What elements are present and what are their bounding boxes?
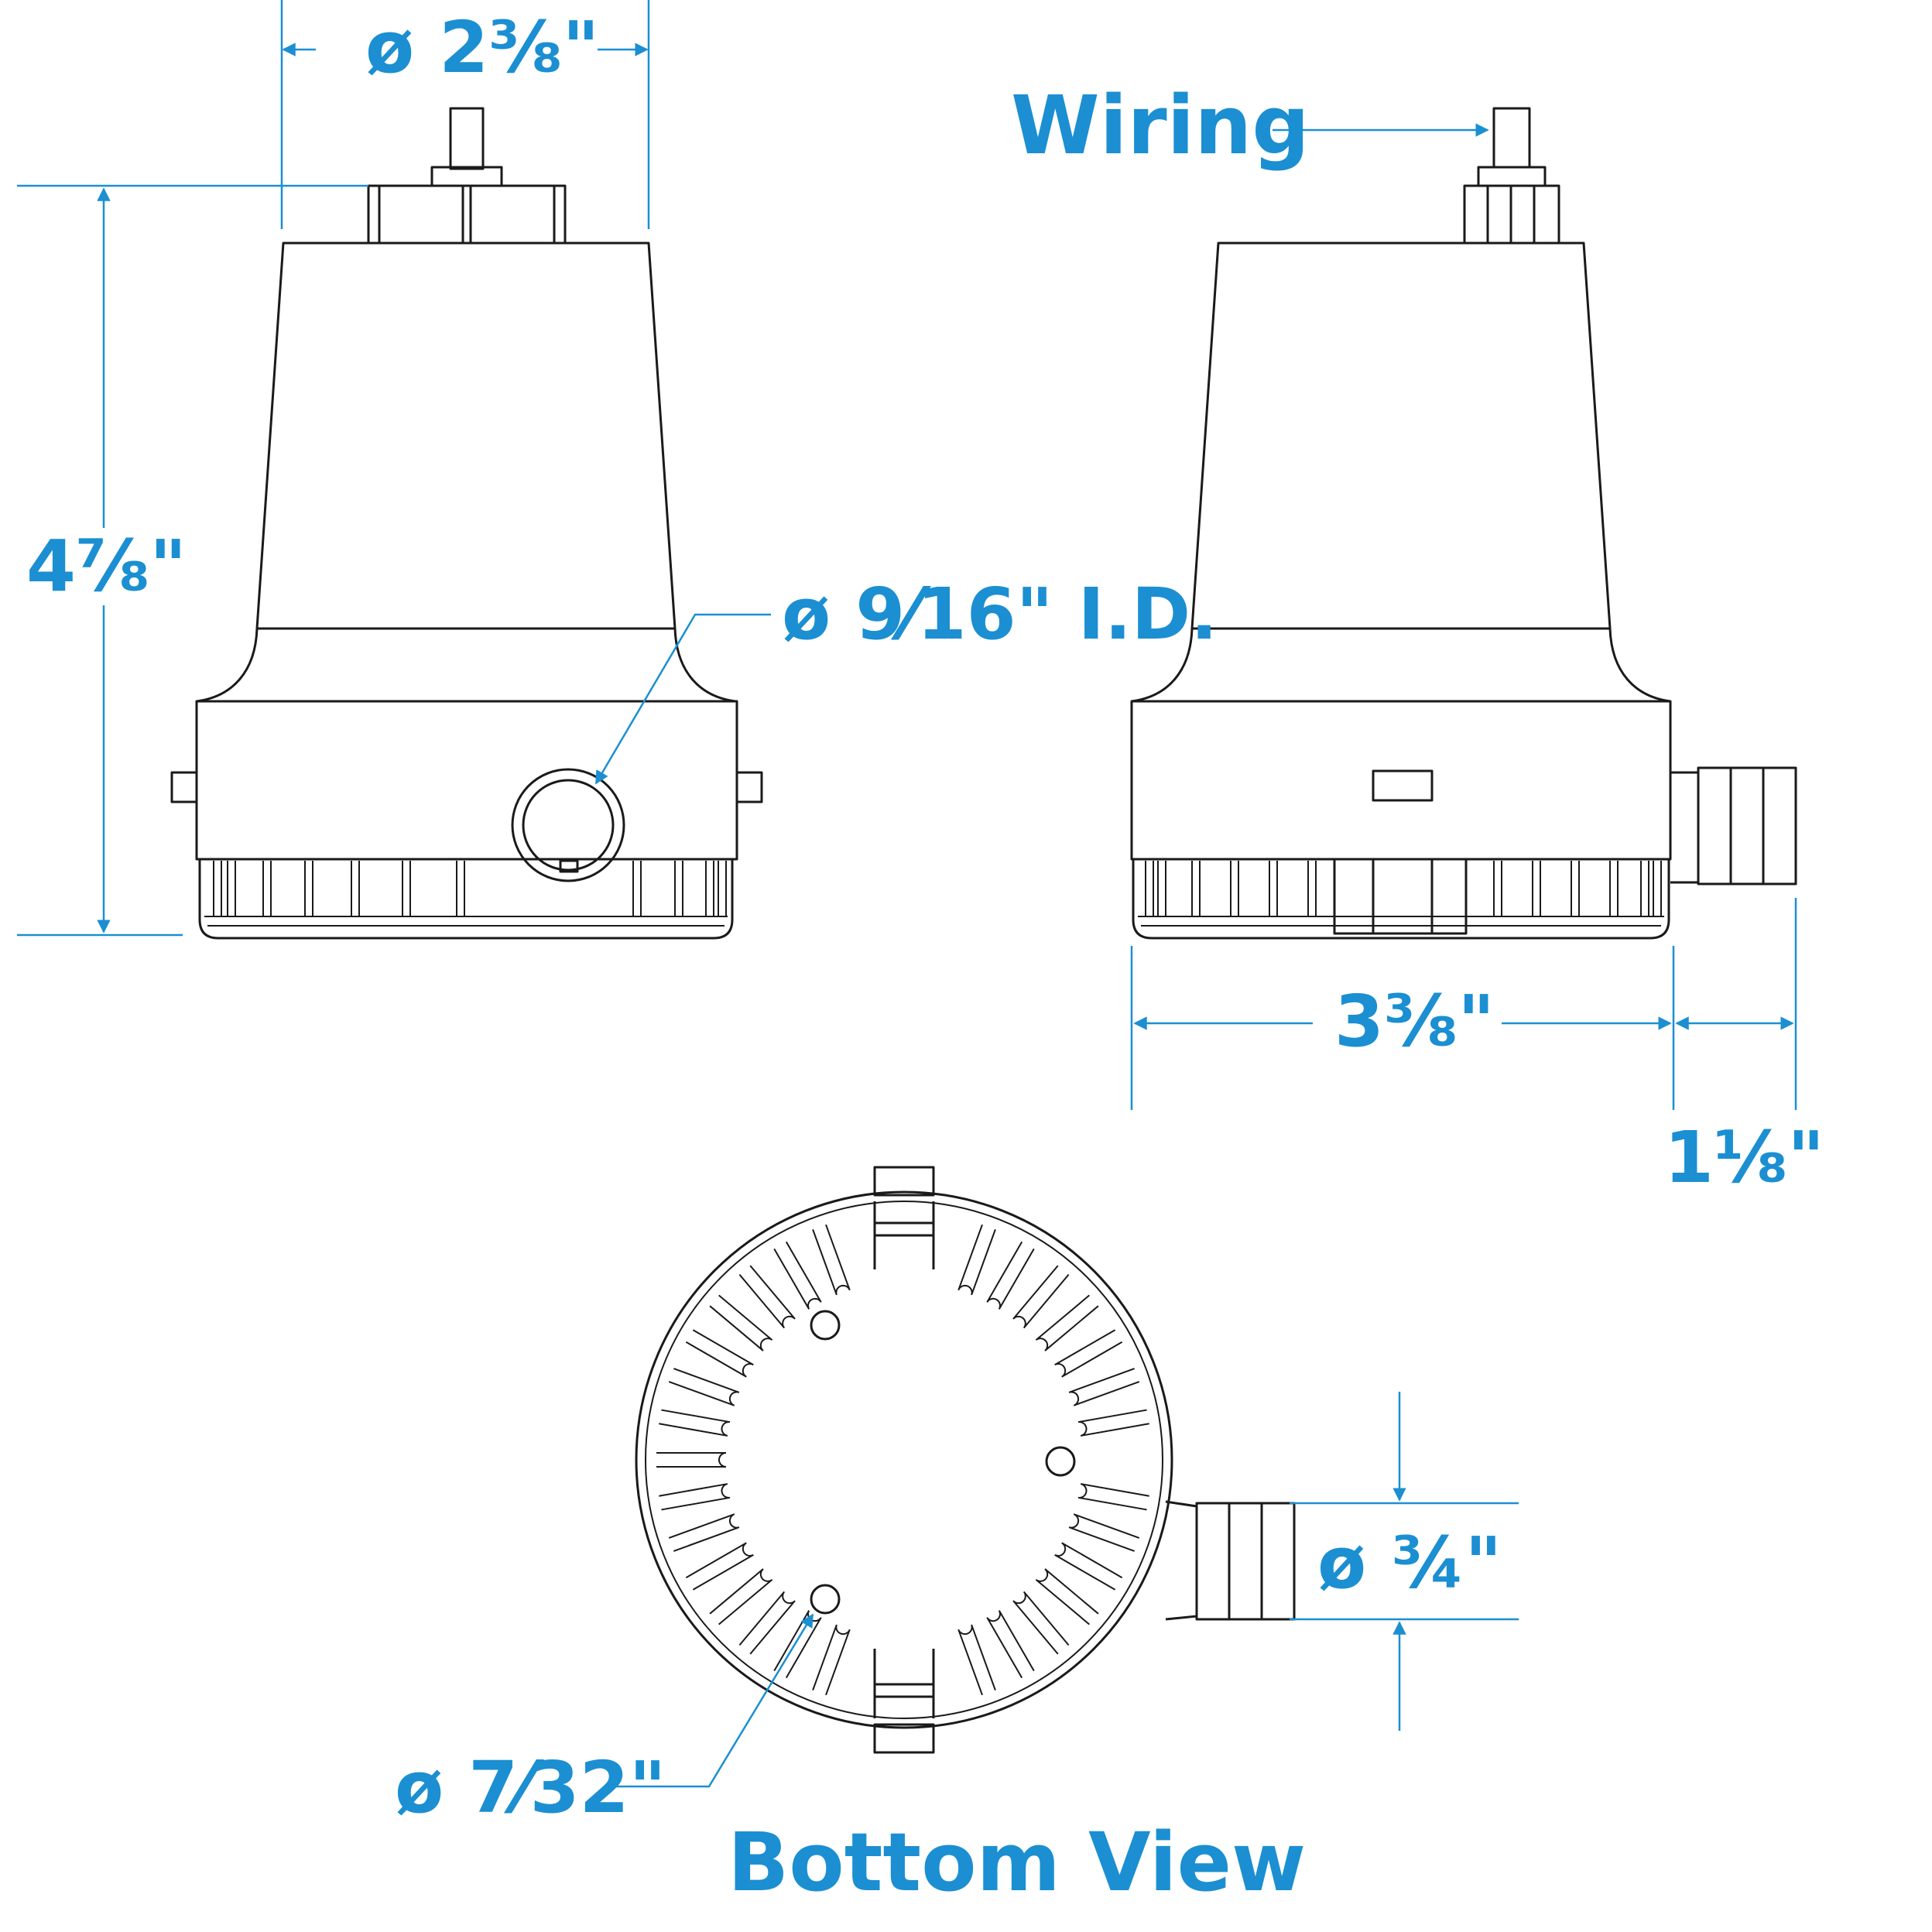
bottom-view: [635, 1166, 1296, 1754]
outlet-diameter-label: ø ¾": [1317, 1522, 1502, 1605]
wiring-label: Wiring: [1011, 78, 1310, 173]
bottom-view-title: Bottom View: [728, 1815, 1307, 1910]
side-view: [1130, 107, 1797, 940]
hole-diameter-label: ø 7⁄32": [395, 1746, 666, 1829]
top-diameter-label: ø 2⅜": [365, 6, 600, 89]
height-label: 4⅞": [26, 525, 187, 608]
dimension-lines: [17, 0, 1797, 1788]
front-view: [170, 107, 763, 940]
outlet-id-label: ø 9⁄16" I.D.: [782, 573, 1218, 656]
outlet-length-label: 1⅛": [1664, 1116, 1825, 1199]
body-width-label: 3⅜": [1334, 980, 1495, 1063]
